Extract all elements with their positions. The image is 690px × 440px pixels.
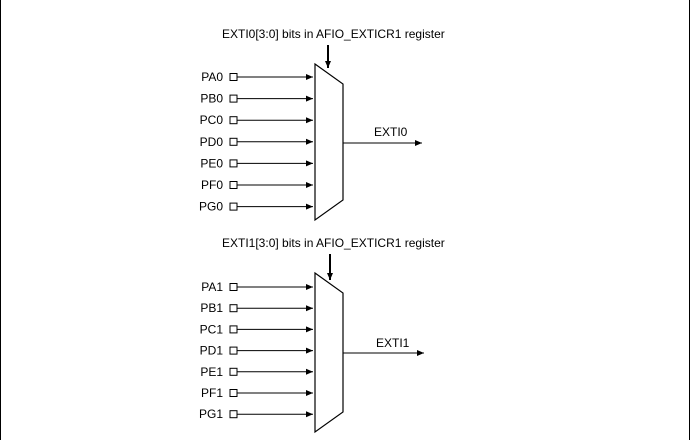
input-pin-pa1: PA1 [201,280,313,294]
input-pin-pf0: PF0 [201,178,313,192]
pin-square [229,325,238,334]
pin-square [229,181,238,189]
input-label: PC0 [200,113,224,127]
pin-square [229,137,238,146]
input-label: PC1 [200,322,224,336]
output-label-exti1: EXTI1 [376,336,410,350]
mux-exti1: EXTI1[3:0] bits in AFIO_EXTICR1 register… [199,236,445,434]
input-label: PG1 [199,407,223,421]
input-pin-pf1: PF1 [201,386,313,400]
pin-square [229,94,238,103]
pin-square [229,159,238,168]
input-label: PE0 [200,156,223,170]
input-label: PD0 [200,135,224,149]
pin-square [229,304,238,313]
input-label: PD1 [200,344,224,358]
pin-square [229,116,238,125]
pin-square [229,410,238,419]
input-label: PA0 [201,70,223,84]
input-label: PG0 [199,200,223,214]
mux-body-exti1 [314,271,344,434]
input-pin-pb0: PB0 [200,92,313,106]
input-pin-pc1: PC1 [200,322,313,336]
input-label: PA1 [201,280,223,294]
input-pin-pb1: PB1 [200,301,313,315]
input-pin-pg1: PG1 [199,407,313,421]
input-pin-pa0: PA0 [201,70,313,84]
input-label: PB0 [200,92,223,106]
pin-square [229,202,238,211]
input-label: PB1 [200,301,223,315]
input-pin-pd0: PD0 [200,135,313,149]
pin-square [229,367,238,376]
input-pin-pd1: PD1 [200,344,313,358]
pin-square [229,389,238,397]
input-pin-pc0: PC0 [200,113,313,127]
pin-square [229,283,238,291]
mux-exti0: EXTI0[3:0] bits in AFIO_EXTICR1 register… [199,27,445,222]
select-label-exti1: EXTI1[3:0] bits in AFIO_EXTICR1 register [222,236,445,250]
input-label: PF1 [201,386,223,400]
select-label-exti0: EXTI0[3:0] bits in AFIO_EXTICR1 register [222,27,445,41]
output-label-exti0: EXTI0 [374,125,408,139]
input-label: PF0 [201,178,223,192]
pin-square [229,346,238,355]
input-pin-pe1: PE1 [200,365,313,379]
input-pin-pe0: PE0 [200,156,313,170]
mux-body-exti0 [314,62,344,222]
pin-square [229,73,238,81]
input-pin-pg0: PG0 [199,200,313,214]
input-label: PE1 [200,365,223,379]
